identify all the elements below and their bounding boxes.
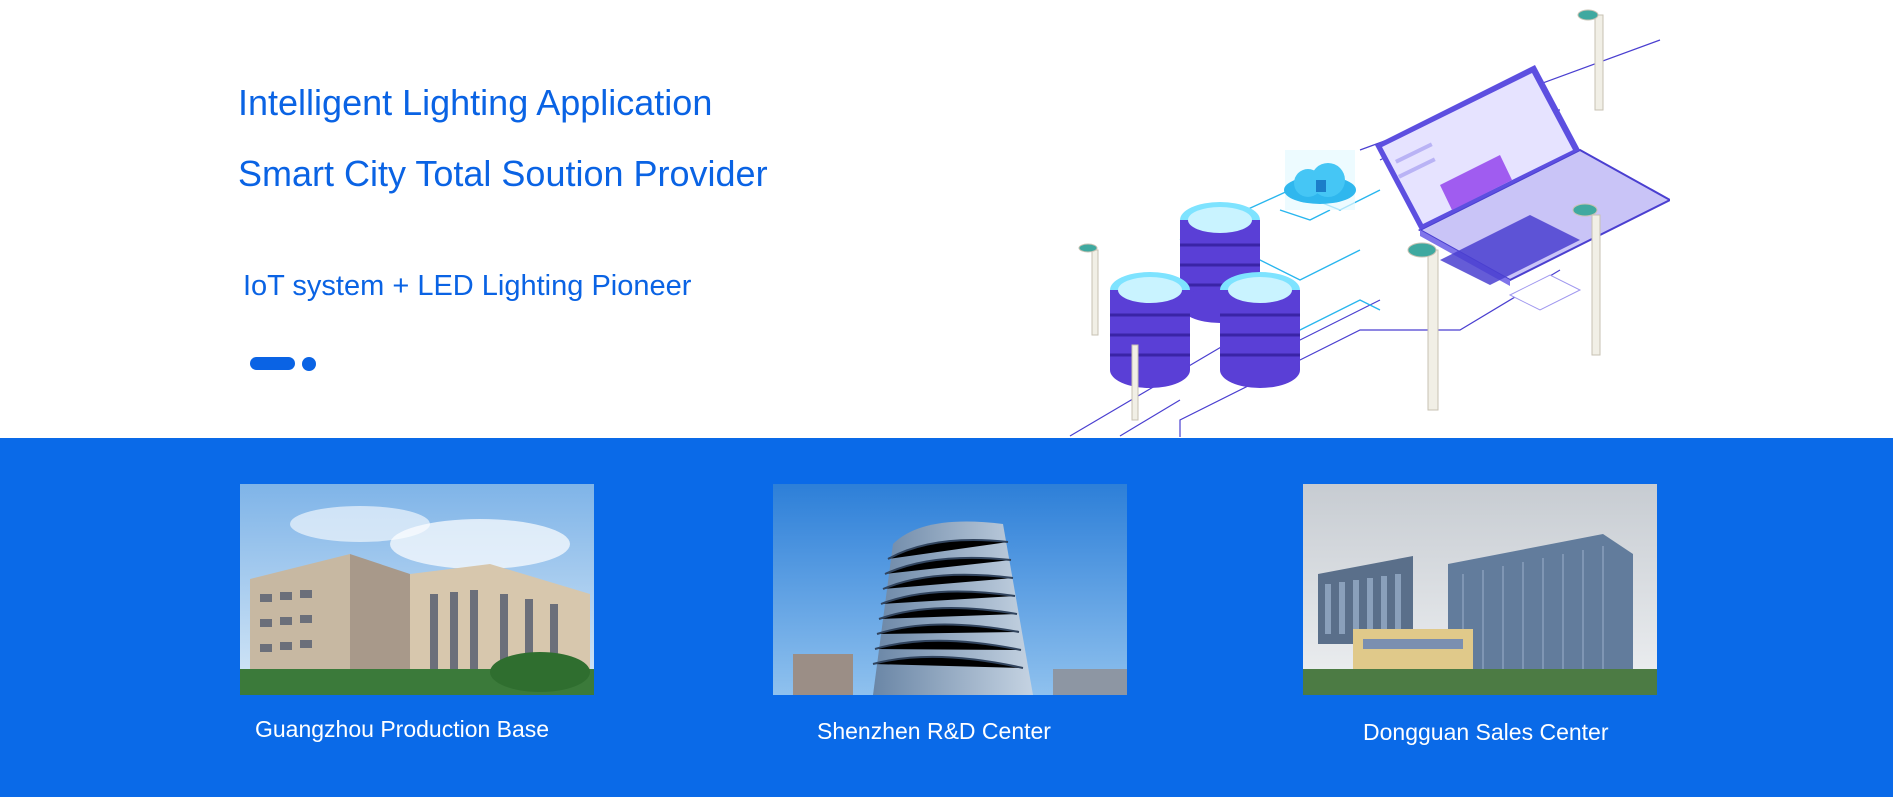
location-caption-shenzhen: Shenzhen R&D Center xyxy=(817,718,1051,744)
headline-secondary: Smart City Total Soution Provider xyxy=(238,153,768,194)
photo-guangzhou-production-base[interactable] xyxy=(240,484,594,695)
hero-section: Intelligent Lighting Application Smart C… xyxy=(238,9,1670,437)
cloud-lock-icon xyxy=(1284,150,1356,210)
location-caption-dongguan: Dongguan Sales Center xyxy=(1363,719,1609,745)
photo-shenzhen-rd-center[interactable] xyxy=(773,484,1127,695)
iot-illustration xyxy=(1069,9,1670,437)
tagline: IoT system + LED Lighting Pioneer xyxy=(243,270,692,302)
server-icon xyxy=(1110,202,1300,388)
headline-primary: Intelligent Lighting Application xyxy=(238,82,713,123)
photo-dongguan-sales-center[interactable] xyxy=(1303,484,1657,695)
carousel-dot-active[interactable] xyxy=(250,357,295,370)
carousel-dot[interactable] xyxy=(302,357,316,371)
laptop-icon xyxy=(1375,65,1670,311)
location-caption-guangzhou: Guangzhou Production Base xyxy=(255,716,550,742)
street-lamp-icon xyxy=(1078,9,1604,421)
